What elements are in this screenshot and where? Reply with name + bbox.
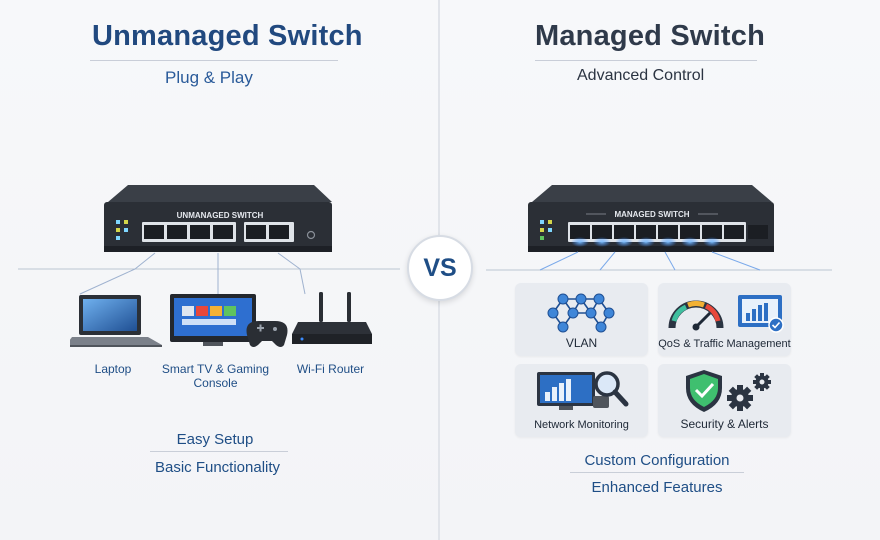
tv-console-label: Smart TV & Gaming Console: [161, 362, 270, 390]
easy-setup-label: Easy Setup: [176, 431, 254, 448]
managed-ports: [570, 225, 744, 239]
unmanaged-title: Unmanaged Switch: [92, 20, 363, 52]
monitor-magnifier-icon: [537, 371, 629, 410]
feature-card-vlan: VLAN: [515, 283, 648, 356]
feature-card-security: Security & Alerts: [658, 364, 791, 437]
feature-card-qos: QoS & Traffic Management: [658, 283, 791, 356]
network-nodes-icon: [547, 293, 615, 333]
managed-connection-lines: [486, 251, 832, 271]
port-glow-leds: [571, 237, 721, 247]
bottom-divider-right: [570, 472, 744, 473]
unmanaged-subtitle: Plug & Play: [165, 68, 253, 87]
router-label: Wi-Fi Router: [296, 362, 365, 376]
switch-ports: [142, 222, 294, 242]
bottom-divider-left: [150, 451, 288, 452]
custom-configuration-label: Custom Configuration: [584, 452, 730, 469]
managed-subtitle: Advanced Control: [577, 67, 705, 84]
feature-card-monitoring: Network Monitoring: [515, 364, 648, 437]
feature-label-monitoring: Network Monitoring: [534, 419, 629, 431]
managed-title: Managed Switch: [535, 20, 765, 52]
laptop-label: Laptop: [94, 362, 132, 376]
switch-label: UNMANAGED SWITCH: [177, 211, 264, 220]
managed-switch-icon: MANAGED SWITCH: [528, 185, 774, 252]
wifi-router-icon: [292, 292, 372, 344]
gauge-chart-icon: [668, 295, 784, 333]
connection-lines: [18, 252, 400, 295]
basic-functionality-label: Basic Functionality: [154, 459, 281, 476]
enhanced-features-label: Enhanced Features: [591, 479, 723, 496]
laptop-icon: [70, 295, 162, 347]
title-divider: [90, 60, 338, 61]
shield-gears-icon: [686, 370, 771, 412]
unmanaged-switch-icon: UNMANAGED SWITCH: [104, 185, 332, 252]
managed-panel: Managed Switch Advanced Control MANAGED …: [440, 0, 880, 540]
vs-badge: VS: [407, 235, 473, 301]
feature-label-vlan: VLAN: [565, 336, 598, 350]
tv-console-icon: [170, 294, 288, 347]
switch-label-managed: MANAGED SWITCH: [614, 210, 689, 219]
unmanaged-panel: Unmanaged Switch Plug & Play UNMANAGED S…: [0, 0, 438, 540]
title-divider-right: [535, 60, 757, 61]
feature-label-qos: QoS & Traffic Management: [658, 338, 791, 350]
feature-label-security: Security & Alerts: [680, 417, 769, 431]
